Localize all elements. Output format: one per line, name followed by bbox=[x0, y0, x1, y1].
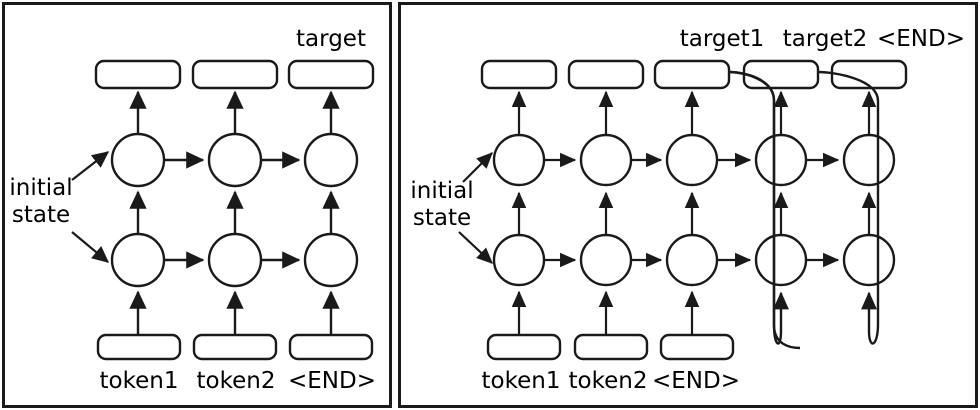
input-label-left-3: <END> bbox=[288, 368, 376, 394]
rnn-node-upper-l1[interactable] bbox=[110, 132, 166, 188]
rnn-node-upper-l3[interactable] bbox=[303, 132, 359, 188]
initial-state-line2-left: state bbox=[11, 202, 71, 228]
input-box-r3[interactable] bbox=[659, 333, 735, 361]
input-box-r2[interactable] bbox=[573, 333, 649, 361]
rnn-node-lower-r4[interactable] bbox=[754, 233, 808, 287]
output-label-right-4: target2 bbox=[782, 26, 868, 52]
rnn-node-lower-l2[interactable] bbox=[207, 232, 263, 288]
output-box-r2[interactable] bbox=[567, 59, 645, 90]
edge-initial-state-upper-right bbox=[462, 152, 493, 183]
input-box-l1[interactable] bbox=[96, 333, 182, 361]
rnn-node-lower-r5[interactable] bbox=[842, 233, 896, 287]
output-box-r3[interactable] bbox=[653, 59, 731, 90]
output-box-l3[interactable] bbox=[287, 59, 375, 90]
initial-state-line1-left: initial bbox=[9, 175, 73, 201]
rnn-node-lower-r2[interactable] bbox=[579, 233, 633, 287]
input-box-l2[interactable] bbox=[192, 333, 278, 361]
initial-state-line1-right: initial bbox=[410, 178, 474, 204]
input-label-left-2: token2 bbox=[196, 368, 276, 394]
rnn-node-lower-l1[interactable] bbox=[110, 232, 166, 288]
rnn-node-upper-l2[interactable] bbox=[207, 132, 263, 188]
output-label-right-3: target1 bbox=[679, 26, 765, 52]
input-label-right-3: <END> bbox=[652, 368, 740, 394]
edge-initial-state-lower-right bbox=[458, 231, 493, 264]
output-box-r4[interactable] bbox=[742, 59, 820, 90]
rnn-node-upper-r1[interactable] bbox=[492, 133, 546, 187]
output-box-r5[interactable] bbox=[830, 59, 908, 90]
input-box-r1[interactable] bbox=[486, 333, 562, 361]
feedback-loop-target1 bbox=[728, 70, 789, 345]
output-label-right-5: <END> bbox=[877, 26, 965, 52]
input-label-left-1: token1 bbox=[99, 368, 179, 394]
output-label-left-3: target bbox=[296, 26, 366, 52]
initial-state-label-right: initial state bbox=[404, 178, 480, 232]
rnn-node-lower-r3[interactable] bbox=[665, 233, 719, 287]
initial-state-label-left: initial state bbox=[4, 175, 78, 229]
output-box-r1[interactable] bbox=[480, 59, 558, 90]
edge-initial-state-lower-left bbox=[71, 231, 110, 263]
initial-state-line2-right: state bbox=[412, 205, 472, 231]
rnn-node-upper-r5[interactable] bbox=[842, 133, 896, 187]
output-box-l2[interactable] bbox=[191, 59, 279, 90]
rnn-node-upper-r4[interactable] bbox=[754, 133, 808, 187]
feedback-loop-target2 bbox=[817, 70, 880, 345]
rnn-node-upper-r2[interactable] bbox=[579, 133, 633, 187]
input-box-l3[interactable] bbox=[288, 333, 374, 361]
rnn-node-lower-r1[interactable] bbox=[492, 233, 546, 287]
rnn-node-lower-l3[interactable] bbox=[303, 232, 359, 288]
output-box-l1[interactable] bbox=[94, 59, 182, 90]
input-label-right-2: token2 bbox=[568, 368, 648, 394]
rnn-node-upper-r3[interactable] bbox=[665, 133, 719, 187]
input-label-right-1: token1 bbox=[481, 368, 561, 394]
edge-initial-state-upper-left bbox=[71, 151, 110, 181]
